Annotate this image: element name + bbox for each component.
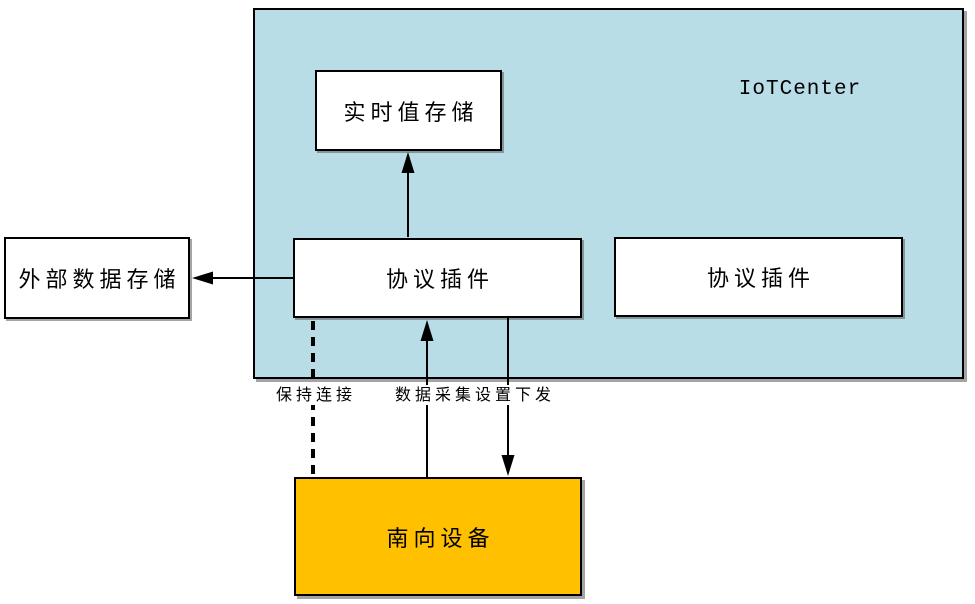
keep-connection-label: 保持连接	[268, 385, 364, 405]
setting-dispatch-label: 设置下发	[472, 385, 558, 405]
protocol-plugin-right-node: 协议插件	[614, 237, 903, 317]
protocol-plugin-left-node: 协议插件	[293, 238, 582, 318]
realtime-storage-node: 实时值存储	[315, 70, 502, 151]
external-storage-node: 外部数据存储	[4, 237, 190, 319]
south-device-node: 南向设备	[294, 477, 582, 596]
iotcenter-container	[253, 8, 964, 379]
data-collection-label: 数据采集	[386, 385, 484, 405]
iotcenter-title: IoTCenter	[738, 78, 862, 101]
